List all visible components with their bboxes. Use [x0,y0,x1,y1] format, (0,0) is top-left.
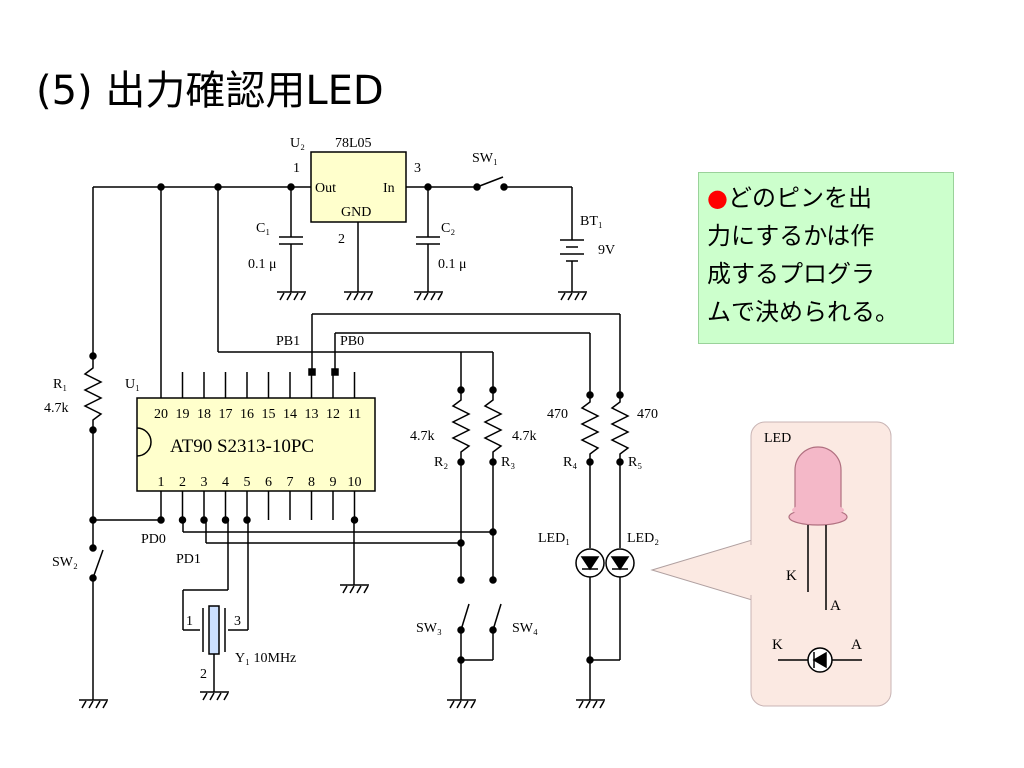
r3-label: R₃ [501,455,515,470]
resistor-r5: 470 R₅ [610,391,658,548]
u2-gnd-label: GND [341,205,371,220]
mcu-top-pin-label: 15 [262,407,276,422]
inset-a-symbol: A [851,637,862,653]
mcu-top-pin-label: 16 [240,407,254,422]
y1-pin1: 1 [186,614,193,629]
mcu-top-pin-label: 14 [283,407,297,422]
resistor-r4: 470 R₄ [547,391,600,548]
mcu-top-pin-label: 17 [219,407,233,422]
mcu-bottom-pin-label: 2 [179,475,186,490]
mcu-bottom-pin-label: 6 [265,475,272,490]
pb-junction [331,368,339,376]
u1-ref: U₁ [125,377,140,392]
r2-value: 4.7k [410,429,435,444]
mcu-bottom-pin-label: 1 [158,475,165,490]
switch-sw4: SW₄ [489,576,538,636]
note-bullet: ● [707,184,728,212]
led-led2: LED₂ [586,531,659,664]
y1-pin2: 2 [200,667,207,682]
inset-k-lead: K [786,568,797,584]
y1-pin3: 3 [234,614,241,629]
y1-label: Y₁ 10MHz [235,651,296,666]
r4-label: R₄ [563,455,577,470]
page-title: (5) 出力確認用LED [36,68,384,114]
mcu-top-pin-label: 13 [305,407,319,422]
mcu-top-pin-label: 12 [326,407,340,422]
mcu-top-pin-label: 20 [154,407,168,422]
resistor-r1: R₁ 4.7k [44,352,103,520]
sw3-label: SW₃ [416,621,442,636]
u1-part: AT90 S2313-10PC [170,436,314,457]
led2-label: LED₂ [627,531,659,546]
mcu-bottom-pin-label: 3 [201,475,208,490]
pb0-label: PB0 [340,334,364,349]
resistor-r2: 4.7k R₂ [410,386,471,578]
inset-a-lead: A [830,598,841,614]
mcu-top-pin-label: 11 [348,407,361,422]
pd0-label: PD0 [141,532,166,547]
switch-sw1: SW₁ [472,151,508,191]
c1-value: 0.1 μ [248,257,277,272]
led1-label: LED₁ [538,531,570,546]
sw1-label: SW₁ [472,151,498,166]
switch-sw3: SW₃ [416,576,470,636]
u2-pin1: 1 [293,161,300,176]
note-line-2: 力にするかは作 [707,222,875,250]
u2-pin3: 3 [414,161,421,176]
pb1-label: PB1 [276,334,300,349]
note-line-3: 成するプログラ [707,260,875,288]
led-led1: LED₁ [538,531,605,700]
note-box: ●どのピンを出 力にするかは作 成するプログラ ムで決められる。 [698,172,954,344]
u2-ref: U₂ [290,136,305,151]
mcu-bottom-pin-label: 4 [222,475,229,490]
mcu-bottom-pin-label: 8 [308,475,315,490]
bt1-label: BT₁ [580,214,603,229]
inset-k-symbol: K [772,637,783,653]
note-line-1: ●どのピンを出 [707,179,947,217]
crystal-y1: 1 2 3 Y₁ 10MHz [182,520,296,701]
pb-junction [308,368,316,376]
inset-title: LED [764,431,791,446]
resistor-r3: 4.7k R₃ [483,386,537,578]
note-text-1: どのピンを出 [727,184,872,212]
r1-value: 4.7k [44,401,69,416]
r4-value: 470 [547,407,568,422]
c1-label: C₁ [256,221,270,236]
pd1-label: PD1 [176,552,201,567]
r3-value: 4.7k [512,429,537,444]
mcu-top-pin-label: 19 [176,407,190,422]
note-line-4: ムで決められる。 [707,298,899,326]
ground-symbols-top [277,291,587,301]
u2-pin2: 2 [338,232,345,247]
mcu-bottom-pin-node [243,516,251,524]
r2-label: R₂ [434,455,448,470]
battery-bt1: BT₁ 9V [560,214,615,292]
mcu-bottom-pin-label: 10 [348,475,362,490]
r5-label: R₅ [628,455,642,470]
mcu-bottom-pin-label: 9 [330,475,337,490]
sw4-label: SW₄ [512,621,538,636]
mcu-top-pin-label: 18 [197,407,211,422]
u2-out-label: Out [315,181,336,196]
switch-sw2: SW₂ [52,544,108,709]
c2-value: 0.1 μ [438,257,467,272]
led-inset: LED K A K A [650,421,892,707]
capacitor-c2: C₂ 0.1 μ [416,183,467,292]
mcu-bottom-pin-label: 5 [244,475,251,490]
capacitor-c1: C₁ 0.1 μ [248,183,303,292]
c2-label: C₂ [441,221,455,236]
r1-label: R₁ [53,377,67,392]
bt1-value: 9V [598,243,615,258]
sw2-label: SW₂ [52,555,78,570]
r5-value: 470 [637,407,658,422]
regulator-u2: U₂ 78L05 Out In GND 1 2 3 [290,136,421,247]
mcu-bottom-pin-label: 7 [287,475,294,490]
u2-part: 78L05 [335,136,372,151]
u2-in-label: In [383,181,395,196]
